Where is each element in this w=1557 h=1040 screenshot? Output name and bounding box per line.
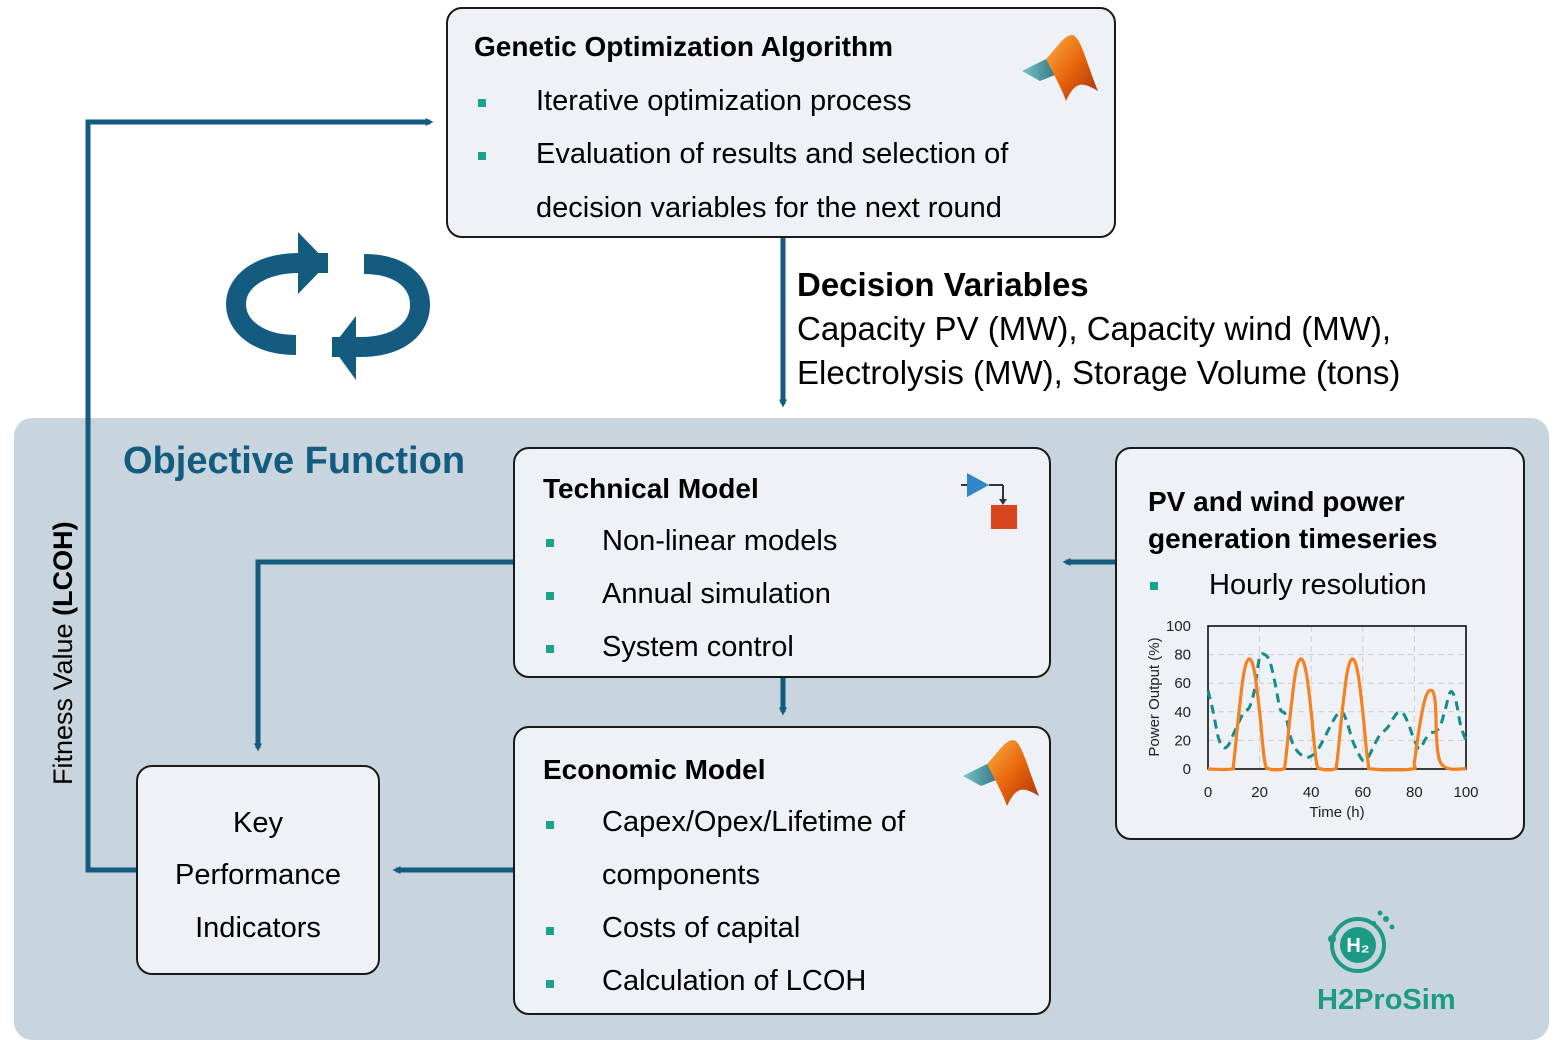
simulink-icon bbox=[961, 473, 1017, 529]
technical-model-box: Technical Model Non-linear models Annual… bbox=[513, 447, 1051, 678]
h2prosim-logo-icon: H₂ bbox=[1328, 910, 1395, 973]
bullet-text: Calculation of LCOH bbox=[602, 965, 867, 997]
economic-model-title: Economic Model bbox=[543, 754, 766, 785]
cycle-icon bbox=[225, 232, 431, 380]
bullet-text: Annual simulation bbox=[602, 578, 831, 610]
decision-variables-line-1: Capacity PV (MW), Capacity wind (MW), bbox=[797, 310, 1392, 347]
timeseries-bullet: Hourly resolution bbox=[1209, 569, 1427, 601]
bullet-text: decision variables for the next round bbox=[536, 192, 1002, 224]
technical-model-title: Technical Model bbox=[543, 473, 759, 504]
bullet-text: Capex/Opex/Lifetime of bbox=[602, 806, 906, 838]
bullet-text: Costs of capital bbox=[602, 912, 801, 944]
logo-badge: H₂ bbox=[1346, 935, 1369, 957]
arrow-technical-to-kpi bbox=[254, 559, 513, 752]
bullet-text: Iterative optimization process bbox=[536, 85, 912, 117]
bullet-text: Evaluation of results and selection of bbox=[536, 138, 1009, 170]
timeseries-title-line-1: PV and wind power bbox=[1148, 486, 1405, 517]
matlab-icon bbox=[1022, 35, 1098, 101]
timeseries-title-line-2: generation timeseries bbox=[1148, 523, 1438, 554]
kpi-line: Indicators bbox=[195, 912, 321, 944]
bullet-text: System control bbox=[602, 631, 794, 663]
kpi-line: Performance bbox=[174, 859, 341, 891]
logo-text: H2ProSim bbox=[1317, 984, 1456, 1016]
bullet-text: Non-linear models bbox=[602, 525, 838, 557]
kpi-line: Key bbox=[233, 807, 283, 839]
decision-variables-title: Decision Variables bbox=[797, 266, 1089, 303]
matlab-icon bbox=[963, 740, 1039, 806]
bullet-text: components bbox=[602, 859, 760, 891]
decision-variables-line-2: Electrolysis (MW), Storage Volume (tons) bbox=[797, 354, 1401, 391]
objective-function-title: Objective Function bbox=[123, 440, 466, 482]
arrow-fitness-feedback bbox=[85, 118, 434, 873]
genetic-algorithm-title: Genetic Optimization Algorithm bbox=[474, 31, 893, 62]
kpi-box bbox=[136, 765, 380, 975]
bullet-square bbox=[1150, 582, 1158, 590]
genetic-algorithm-box: Genetic Optimization Algorithm Iterative… bbox=[446, 7, 1116, 238]
economic-model-box: Economic Model Capex/Opex/Lifetime of co… bbox=[513, 726, 1051, 1015]
